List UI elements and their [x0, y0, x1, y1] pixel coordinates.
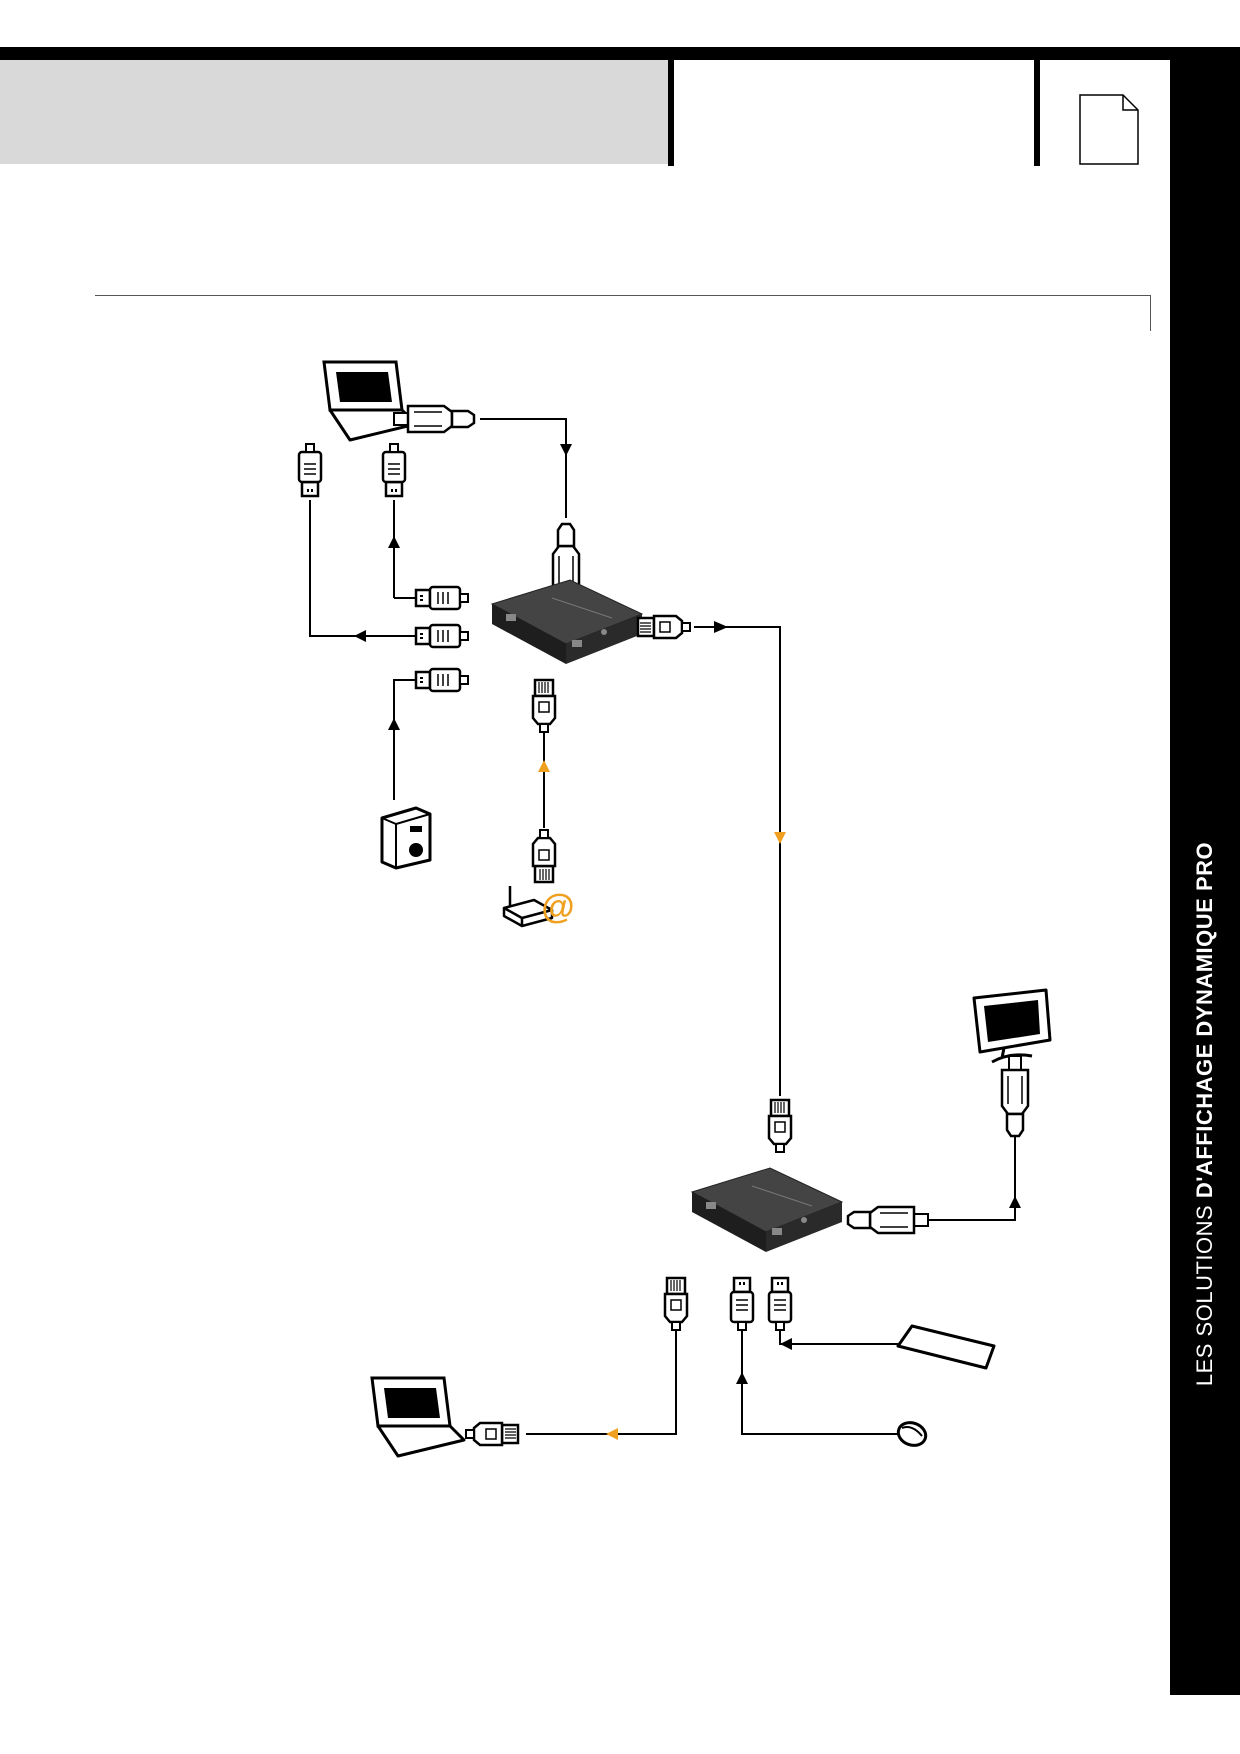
network-symbol: @	[541, 888, 574, 926]
hdmi-connector	[846, 1205, 930, 1235]
arrow-up	[1009, 1196, 1021, 1208]
usb-connector	[414, 667, 470, 693]
connection-diagram: @	[297, 360, 1052, 1458]
monitor-icon	[972, 988, 1052, 1064]
rj45-connector	[767, 1098, 793, 1154]
arrow-up	[388, 718, 400, 730]
transmitter-box	[491, 579, 643, 665]
side-title: LES SOLUTIONS D'AFFICHAGE DYNAMIQUE PRO	[1185, 664, 1225, 1564]
arrow-up	[736, 1372, 748, 1384]
arrow-left	[780, 1338, 792, 1350]
header-divider	[1034, 60, 1040, 166]
arrow-left-accent	[606, 1428, 618, 1440]
arrow-up-accent	[538, 760, 550, 772]
side-title-emphasis: D'AFFICHAGE DYNAMIQUE PRO	[1192, 841, 1217, 1199]
rj45-connector	[663, 1276, 689, 1332]
usb-connector	[767, 1276, 793, 1332]
arrow-right	[714, 621, 728, 633]
rj45-connector	[531, 828, 557, 884]
keyboard-icon	[896, 1324, 996, 1370]
mouse-icon	[896, 1421, 928, 1447]
arrow-up	[388, 536, 400, 548]
header-title-panel	[0, 60, 668, 164]
rj45-connector	[531, 678, 557, 734]
usb-connector	[729, 1276, 755, 1332]
arrow-down-accent	[774, 832, 786, 844]
rj45-connector	[636, 614, 692, 640]
laptop-icon	[370, 1376, 466, 1458]
usb-connector	[414, 623, 470, 649]
laptop-icon	[322, 360, 418, 442]
usb-connector	[414, 585, 470, 611]
router-icon	[502, 886, 554, 928]
arrow-left	[354, 630, 366, 642]
document-icon	[1079, 94, 1139, 165]
hdmi-connector	[1000, 1054, 1030, 1138]
arrow-down	[560, 444, 572, 456]
section-rule	[95, 295, 1151, 296]
rj45-connector	[464, 1421, 520, 1447]
receiver-box	[691, 1167, 843, 1253]
speaker-icon	[380, 806, 432, 870]
header-divider	[668, 60, 674, 166]
header-top-bar	[0, 47, 1170, 60]
usb-connector	[297, 442, 323, 498]
hdmi-connector	[392, 404, 476, 434]
usb-connector	[381, 442, 407, 498]
section-rule-tick	[1150, 295, 1151, 331]
side-band	[1170, 47, 1240, 1695]
side-title-prefix: LES SOLUTIONS	[1192, 1204, 1217, 1387]
